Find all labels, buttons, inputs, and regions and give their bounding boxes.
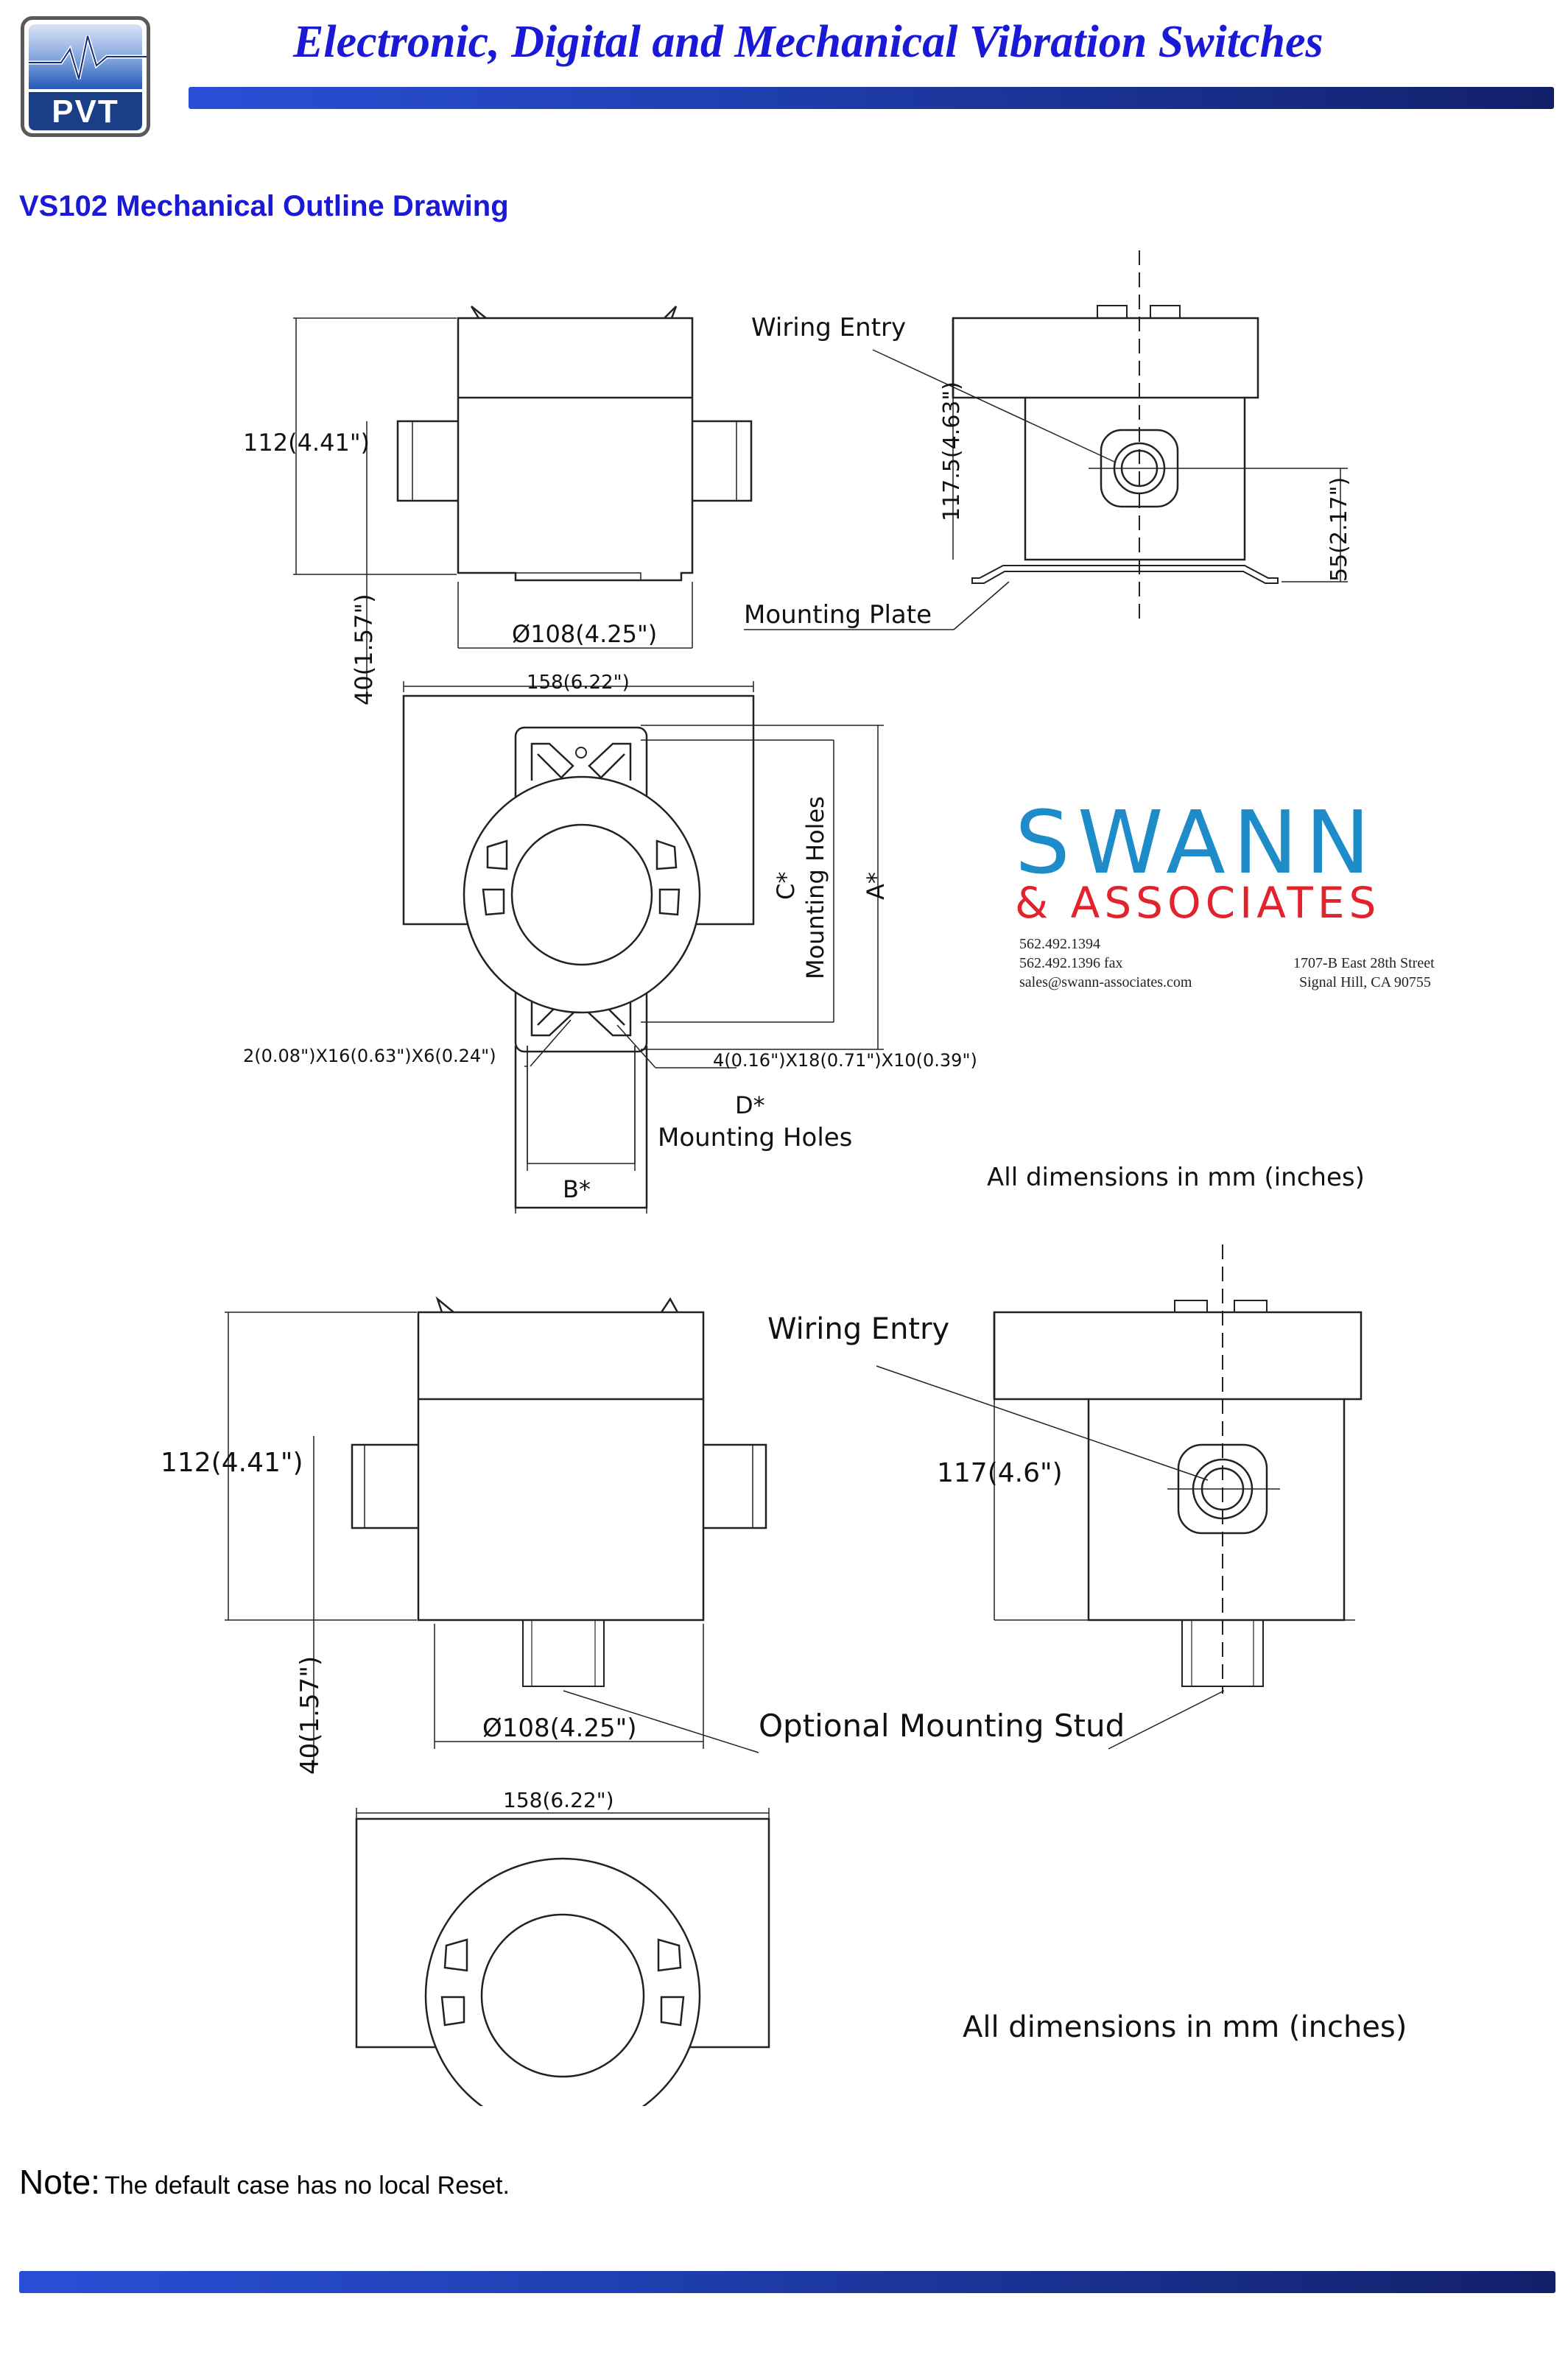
swann-email: sales@swann-associates.com: [1019, 974, 1192, 990]
d1-d-label: Mounting Holes: [658, 1123, 852, 1152]
swann-associates-card: SWANN & ASSOCIATES 562.492.1394 562.492.…: [1015, 799, 1442, 990]
d1-a-dim: A*: [862, 872, 890, 900]
d2-stud-dim: 40(1.57"): [295, 1656, 325, 1775]
d1-width-dim: 158(6.22"): [527, 672, 630, 694]
d1-entry-height-dim: 55(2.17"): [1326, 477, 1352, 582]
d1-diameter-dim: Ø108(4.25"): [512, 620, 657, 648]
note-text: The default case has no local Reset.: [104, 2172, 510, 2200]
d1-b-dim: B*: [563, 1175, 591, 1203]
d1-d-dim: D*: [735, 1091, 765, 1119]
top-view-1-dims: [403, 681, 884, 1214]
d1-stud-dim: 40(1.57"): [350, 594, 378, 705]
top-view-2: [355, 1808, 770, 2134]
swann-phone: 562.492.1394: [1019, 936, 1100, 952]
d2-height-dim: 112(4.41"): [161, 1448, 303, 1478]
front-view-2: [351, 1296, 767, 1687]
d1-c-label: Mounting Holes: [801, 796, 829, 979]
front-view-1: [396, 306, 753, 582]
note: Note:The default case has no local Reset…: [19, 2162, 510, 2202]
d1-wiring-entry: Wiring Entry: [751, 313, 906, 342]
d2-wiring-entry: Wiring Entry: [767, 1312, 949, 1346]
d2-optional-stud: Optional Mounting Stud: [759, 1708, 1125, 1744]
side-view-2-dims: [876, 1312, 1355, 1750]
waveform-icon: [29, 35, 147, 80]
swann-city: Signal Hill, CA 90755: [1299, 974, 1431, 990]
d1-side-height-dim: 117.5(4.63"): [939, 381, 965, 521]
d1-slot-dim: 2(0.08")X16(0.63")X6(0.24"): [243, 1046, 496, 1066]
d2-all-dims-note: All dimensions in mm (inches): [963, 2010, 1407, 2044]
d2-diameter-dim: Ø108(4.25"): [482, 1714, 637, 1743]
section-title: VS102 Mechanical Outline Drawing: [19, 190, 509, 222]
logo-bottom-panel: [29, 92, 142, 130]
d1-c-dim: C*: [772, 872, 800, 900]
front-view-2-dims: [225, 1312, 759, 1767]
d1-height-dim: 112(4.41"): [243, 429, 370, 457]
d2-side-height-dim: 117(4.6"): [937, 1458, 1063, 1488]
side-view-1-dims: [744, 318, 1348, 630]
swann-fax: 562.492.1396 fax: [1019, 955, 1123, 971]
footer-rule: [19, 2271, 1555, 2293]
document-title: Electronic, Digital and Mechanical Vibra…: [293, 17, 1323, 67]
swann-street: 1707-B East 28th Street: [1293, 955, 1435, 971]
header-rule: [189, 87, 1554, 109]
d1-all-dims-note: All dimensions in mm (inches): [987, 1163, 1365, 1192]
front-view-1-dims: [293, 317, 693, 700]
pvt-logo: PVT: [21, 16, 150, 137]
swann-assoc: & ASSOCIATES: [1015, 878, 1381, 928]
d2-width-dim: 158(6.22"): [503, 1788, 614, 1812]
swann-name: SWANN: [1015, 792, 1378, 893]
side-view-1: [952, 250, 1348, 626]
d1-hole-dim: 4(0.16")X18(0.71")X10(0.39"): [713, 1050, 977, 1071]
logo-text: PVT: [52, 94, 119, 130]
note-label: Note:: [19, 2163, 100, 2201]
top-view-1: [402, 694, 755, 1209]
d1-mounting-plate: Mounting Plate: [744, 600, 932, 630]
